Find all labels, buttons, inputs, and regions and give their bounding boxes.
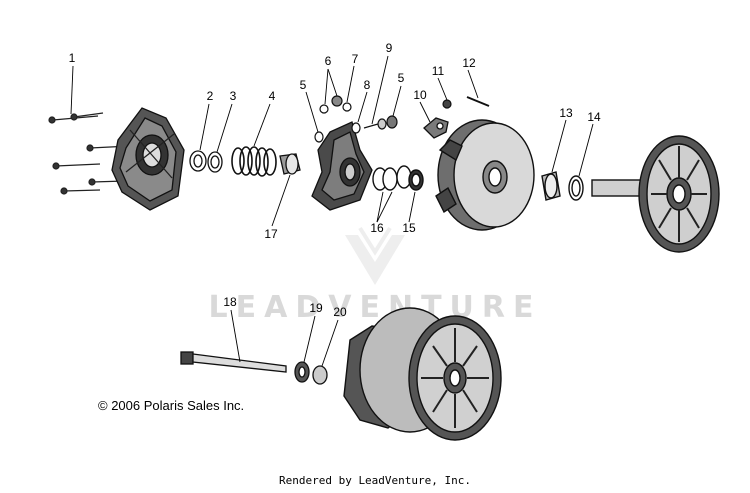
callout-12: 12 — [462, 56, 476, 70]
callout-5b: 5 — [398, 71, 405, 85]
bushing-20 — [312, 365, 328, 385]
assembled-clutch — [343, 307, 502, 441]
roller-rings — [372, 165, 424, 191]
bushing-rings — [189, 150, 223, 173]
callout-1: 1 — [69, 51, 76, 65]
callout-9: 9 — [386, 41, 393, 55]
rendered-by-footer: Rendered by LeadVenture, Inc. — [278, 474, 472, 487]
callout-18: 18 — [223, 295, 237, 309]
callout-17: 17 — [264, 227, 278, 241]
copyright-notice: © 2006 Polaris Sales Inc. — [98, 398, 245, 413]
callout-11: 11 — [432, 64, 445, 78]
cam-arm — [423, 117, 449, 139]
callout-10: 10 — [413, 88, 427, 102]
sheave-bushings — [541, 171, 584, 201]
callout-14: 14 — [587, 110, 601, 124]
spider-assembly — [311, 121, 373, 211]
callout-20: 20 — [333, 305, 347, 319]
callout-7: 7 — [352, 52, 359, 66]
callout-4: 4 — [269, 89, 276, 103]
shaft-bolt — [180, 351, 287, 373]
callout-2: 2 — [207, 89, 214, 103]
callout-15: 15 — [402, 221, 416, 235]
callout-5: 5 — [300, 78, 307, 92]
callout-6: 6 — [325, 54, 332, 68]
moveable-sheave — [435, 119, 535, 231]
fixed-sheave — [591, 135, 720, 253]
callout-8: 8 — [364, 78, 371, 92]
pin-and-nut — [442, 96, 490, 109]
small-hardware — [314, 95, 398, 143]
callout-13: 13 — [559, 106, 573, 120]
callout-16: 16 — [370, 221, 384, 235]
callout-19: 19 — [309, 301, 323, 315]
spring — [231, 146, 277, 177]
leader-lines — [70, 55, 594, 367]
cover-plate — [111, 107, 185, 211]
washer-19 — [294, 361, 310, 383]
bolt-set — [48, 112, 131, 195]
callout-3: 3 — [230, 89, 237, 103]
watermark-text: LEADVENTURE — [209, 290, 542, 325]
bushing-17 — [279, 153, 301, 175]
watermark-logo — [345, 226, 405, 285]
